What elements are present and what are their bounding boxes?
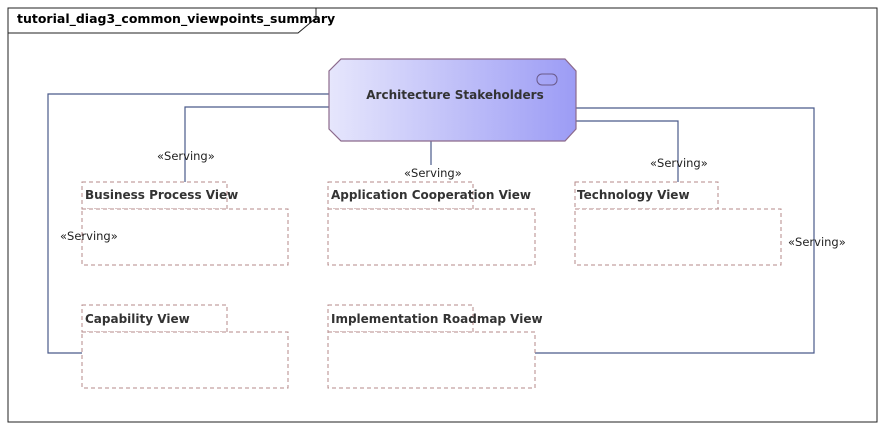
connector-label: «Serving» bbox=[788, 235, 846, 249]
frame-title: tutorial_diag3_common_viewpoints_summary bbox=[17, 11, 336, 26]
serving-connector[interactable] bbox=[535, 107, 815, 354]
serving-connector[interactable] bbox=[47, 93, 329, 354]
connector-label: «Serving» bbox=[650, 156, 708, 170]
view-business-process[interactable] bbox=[81, 181, 289, 266]
serving-connector[interactable] bbox=[184, 106, 329, 182]
connector-label: «Serving» bbox=[60, 229, 118, 243]
view-technology[interactable] bbox=[574, 181, 782, 266]
connector-label: «Serving» bbox=[404, 166, 462, 180]
connector-label: «Serving» bbox=[157, 149, 215, 163]
view-label-capability: Capability View bbox=[85, 312, 190, 326]
view-label-implementation-roadmap: Implementation Roadmap View bbox=[331, 312, 543, 326]
view-application-cooperation[interactable] bbox=[327, 181, 536, 266]
frame-title-tab bbox=[7, 7, 317, 34]
stakeholder-element[interactable] bbox=[328, 58, 577, 142]
view-implementation-roadmap[interactable] bbox=[327, 304, 536, 389]
view-label-business-process: Business Process View bbox=[85, 188, 239, 202]
view-label-technology: Technology View bbox=[577, 188, 690, 202]
view-label-application-cooperation: Application Cooperation View bbox=[331, 188, 531, 202]
stakeholder-label: Architecture Stakeholders bbox=[366, 88, 544, 102]
view-capability[interactable] bbox=[81, 304, 289, 389]
serving-connector[interactable] bbox=[576, 120, 679, 182]
stakeholder-icon bbox=[536, 73, 558, 86]
